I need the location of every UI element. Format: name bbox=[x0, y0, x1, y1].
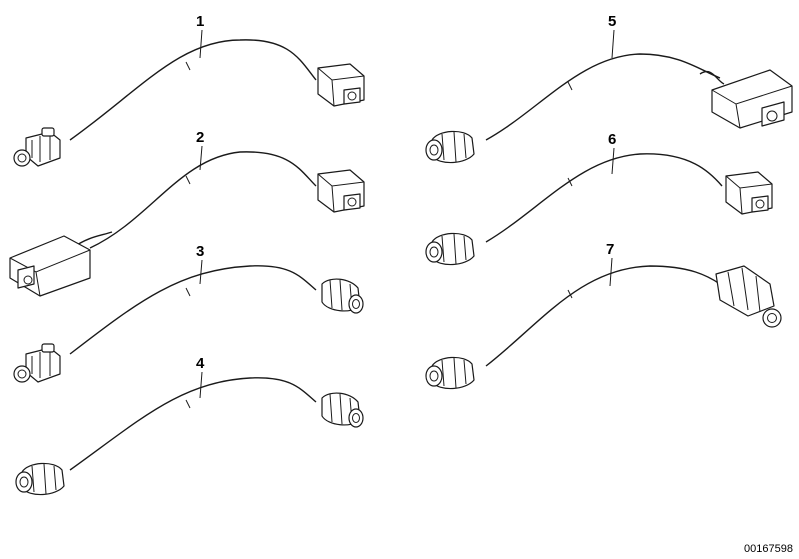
part-number-3: 3 bbox=[196, 243, 204, 260]
cable-1-connector bbox=[317, 63, 365, 107]
cable-6-socket bbox=[425, 232, 475, 266]
cable-4 bbox=[15, 371, 364, 496]
cable-2-box-left bbox=[9, 235, 91, 297]
diagram-id: 00167598 bbox=[744, 543, 793, 555]
cable-2-connector bbox=[317, 169, 365, 213]
part-number-5: 5 bbox=[608, 13, 616, 30]
cable-5-box-right bbox=[711, 69, 793, 129]
cable-5-socket bbox=[425, 130, 475, 164]
cable-7-socket bbox=[425, 356, 475, 390]
cable-7 bbox=[425, 257, 782, 390]
cable-7-plug-right bbox=[715, 265, 782, 328]
cable-4-socket bbox=[15, 462, 65, 496]
cable-3-connector bbox=[321, 278, 364, 314]
part-number-4: 4 bbox=[196, 355, 205, 372]
cable-4-connector bbox=[321, 392, 364, 428]
cable-5 bbox=[425, 29, 793, 164]
part-number-7: 7 bbox=[606, 241, 614, 258]
cable-6-connector bbox=[725, 171, 773, 215]
cable-3 bbox=[13, 259, 364, 383]
part-number-6: 6 bbox=[608, 131, 616, 148]
cable-1 bbox=[13, 29, 365, 167]
part-number-1: 1 bbox=[196, 13, 204, 30]
part-number-2: 2 bbox=[196, 129, 204, 146]
cable-2 bbox=[9, 145, 365, 297]
cable-3-plug bbox=[13, 343, 61, 383]
cable-1-plug bbox=[13, 127, 61, 167]
cable-6 bbox=[425, 147, 773, 266]
